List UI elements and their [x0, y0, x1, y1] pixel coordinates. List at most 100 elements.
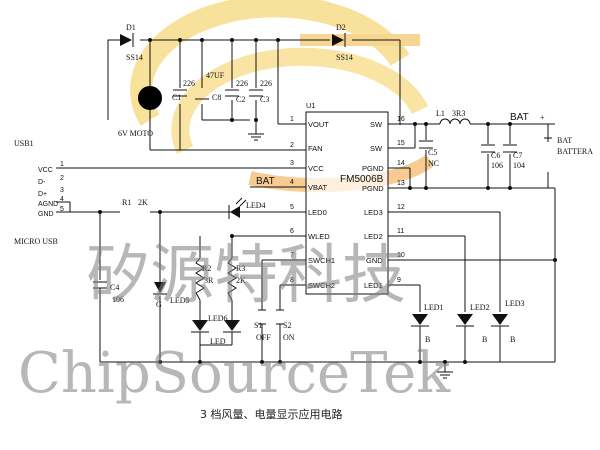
pin-number: 1: [290, 116, 294, 123]
led1-color: B: [425, 335, 430, 344]
usb-pin-name: D+: [38, 191, 47, 198]
pin-name: GND: [366, 256, 383, 265]
capacitor-c8: [195, 98, 209, 100]
usb-pin-number: 2: [60, 175, 64, 182]
s2-label: S2: [283, 321, 291, 330]
pin-name: WLED: [308, 232, 330, 241]
watermark-english: ChipSourceTek: [18, 341, 451, 406]
r2-value: 3R: [204, 276, 214, 285]
c2-value: 226: [236, 79, 248, 88]
pin-name: VOUT: [308, 120, 329, 129]
pin-name: PGND: [362, 184, 384, 193]
diode-d2: [332, 33, 346, 47]
d1-part: SS14: [126, 53, 143, 62]
ic-part-number: FM5006B: [340, 174, 384, 185]
led3-symbol: [491, 314, 509, 332]
battery-label: BAT: [557, 136, 572, 145]
bat-net-label: BAT: [510, 112, 529, 123]
pin-name: FAN: [308, 144, 323, 153]
resistor-r1: [120, 208, 150, 216]
diagram-caption: 3 档风量、电量显示应用电路: [200, 407, 343, 421]
pin-name: SW: [370, 144, 383, 153]
pin-number: 9: [397, 277, 401, 284]
capacitor-c4: [93, 281, 107, 300]
pin-name: PGND: [362, 164, 384, 173]
r1-value: 2K: [138, 198, 148, 207]
watermark-chinese: 矽源特科技: [86, 239, 406, 313]
switch-s1: [258, 300, 266, 336]
s1-state: OFF: [256, 333, 271, 342]
ic-left-pins: VOUT FAN VCC VBAT LED0 WLED SWCH1 SWCH2 …: [290, 116, 335, 290]
pin-number: 13: [397, 180, 405, 187]
motor-symbol: [138, 78, 162, 118]
pin-name: SWCH1: [308, 256, 335, 265]
pin-number: 3: [290, 160, 294, 167]
usb-pin-name: VCC: [38, 167, 53, 174]
led6-label: LED6: [208, 314, 228, 323]
r3-value: 2K: [236, 276, 246, 285]
d2-part: SS14: [336, 53, 353, 62]
capacitor-c1: [173, 89, 187, 97]
led1-symbol: [411, 314, 429, 332]
d1-label: D1: [126, 23, 136, 32]
c4-value: 106: [112, 295, 124, 304]
led4-symbol: [228, 197, 247, 219]
pin-number: 14: [397, 160, 405, 167]
pin-number: 4: [290, 179, 294, 186]
led3-color: B: [510, 335, 515, 344]
led3-label: LED3: [505, 299, 525, 308]
vbat-net-label: BAT: [256, 176, 275, 187]
pin-number: 6: [290, 228, 294, 235]
capacitor-c5: [419, 140, 433, 149]
usb-pin-number: 1: [60, 161, 64, 168]
c8-value: 47UF: [206, 71, 225, 80]
pin-name: VBAT: [308, 183, 327, 192]
c2-label: C2: [236, 95, 245, 104]
led5-label: LED5: [170, 296, 190, 305]
c3-value: 226: [260, 79, 272, 88]
c5-value: NC: [428, 159, 439, 168]
pin-number: 5: [290, 204, 294, 211]
resistor-r2: [195, 257, 205, 301]
c7-value: 104: [513, 161, 525, 170]
pin-number: 15: [397, 140, 405, 147]
pin-number: 12: [397, 204, 405, 211]
c7-label: C7: [513, 151, 522, 160]
usb-pin-number: 3: [60, 187, 64, 194]
ic-right-pins: SW SW PGND PGND LED3 LED2 GND LED1 16 15…: [362, 116, 405, 290]
s2-state: ON: [283, 333, 295, 342]
r1-label: R1: [122, 198, 131, 207]
led1-label: LED1: [424, 303, 444, 312]
usb-pin-number: 4: [60, 196, 64, 203]
pin-name: LED2: [364, 232, 383, 241]
c1-label: C1: [172, 93, 181, 102]
capacitor-c3: [249, 89, 263, 97]
usb-pin-number: 5: [60, 206, 64, 213]
d2-label: D2: [336, 23, 346, 32]
usb-name: MICRO USB: [14, 237, 58, 246]
pin-number: 16: [397, 116, 405, 123]
led5-color: G: [156, 300, 162, 309]
r3-label: R3: [236, 264, 245, 273]
ic-designator: U1: [306, 101, 316, 110]
led2-symbol: [456, 314, 474, 332]
s1-label: S1: [254, 321, 262, 330]
c3-label: C3: [260, 95, 269, 104]
c6-value: 106: [491, 161, 503, 170]
l1-value: 3R3: [452, 109, 465, 118]
usb-pin-name: D-: [38, 179, 46, 186]
led2-color: B: [482, 335, 487, 344]
pin-number: 10: [397, 252, 405, 259]
pin-number: 8: [290, 277, 294, 284]
led5-symbol: [153, 270, 167, 295]
led6-symbol: [191, 320, 241, 346]
l1-label: L1: [436, 109, 445, 118]
pin-number: 7: [290, 252, 294, 259]
ic-body: [305, 111, 389, 295]
battery-symbol: [544, 137, 552, 139]
switch-s2: [276, 300, 284, 336]
capacitor-c7: [503, 144, 517, 153]
inductor-l1: [439, 118, 471, 125]
resistor-r3: [227, 257, 237, 301]
